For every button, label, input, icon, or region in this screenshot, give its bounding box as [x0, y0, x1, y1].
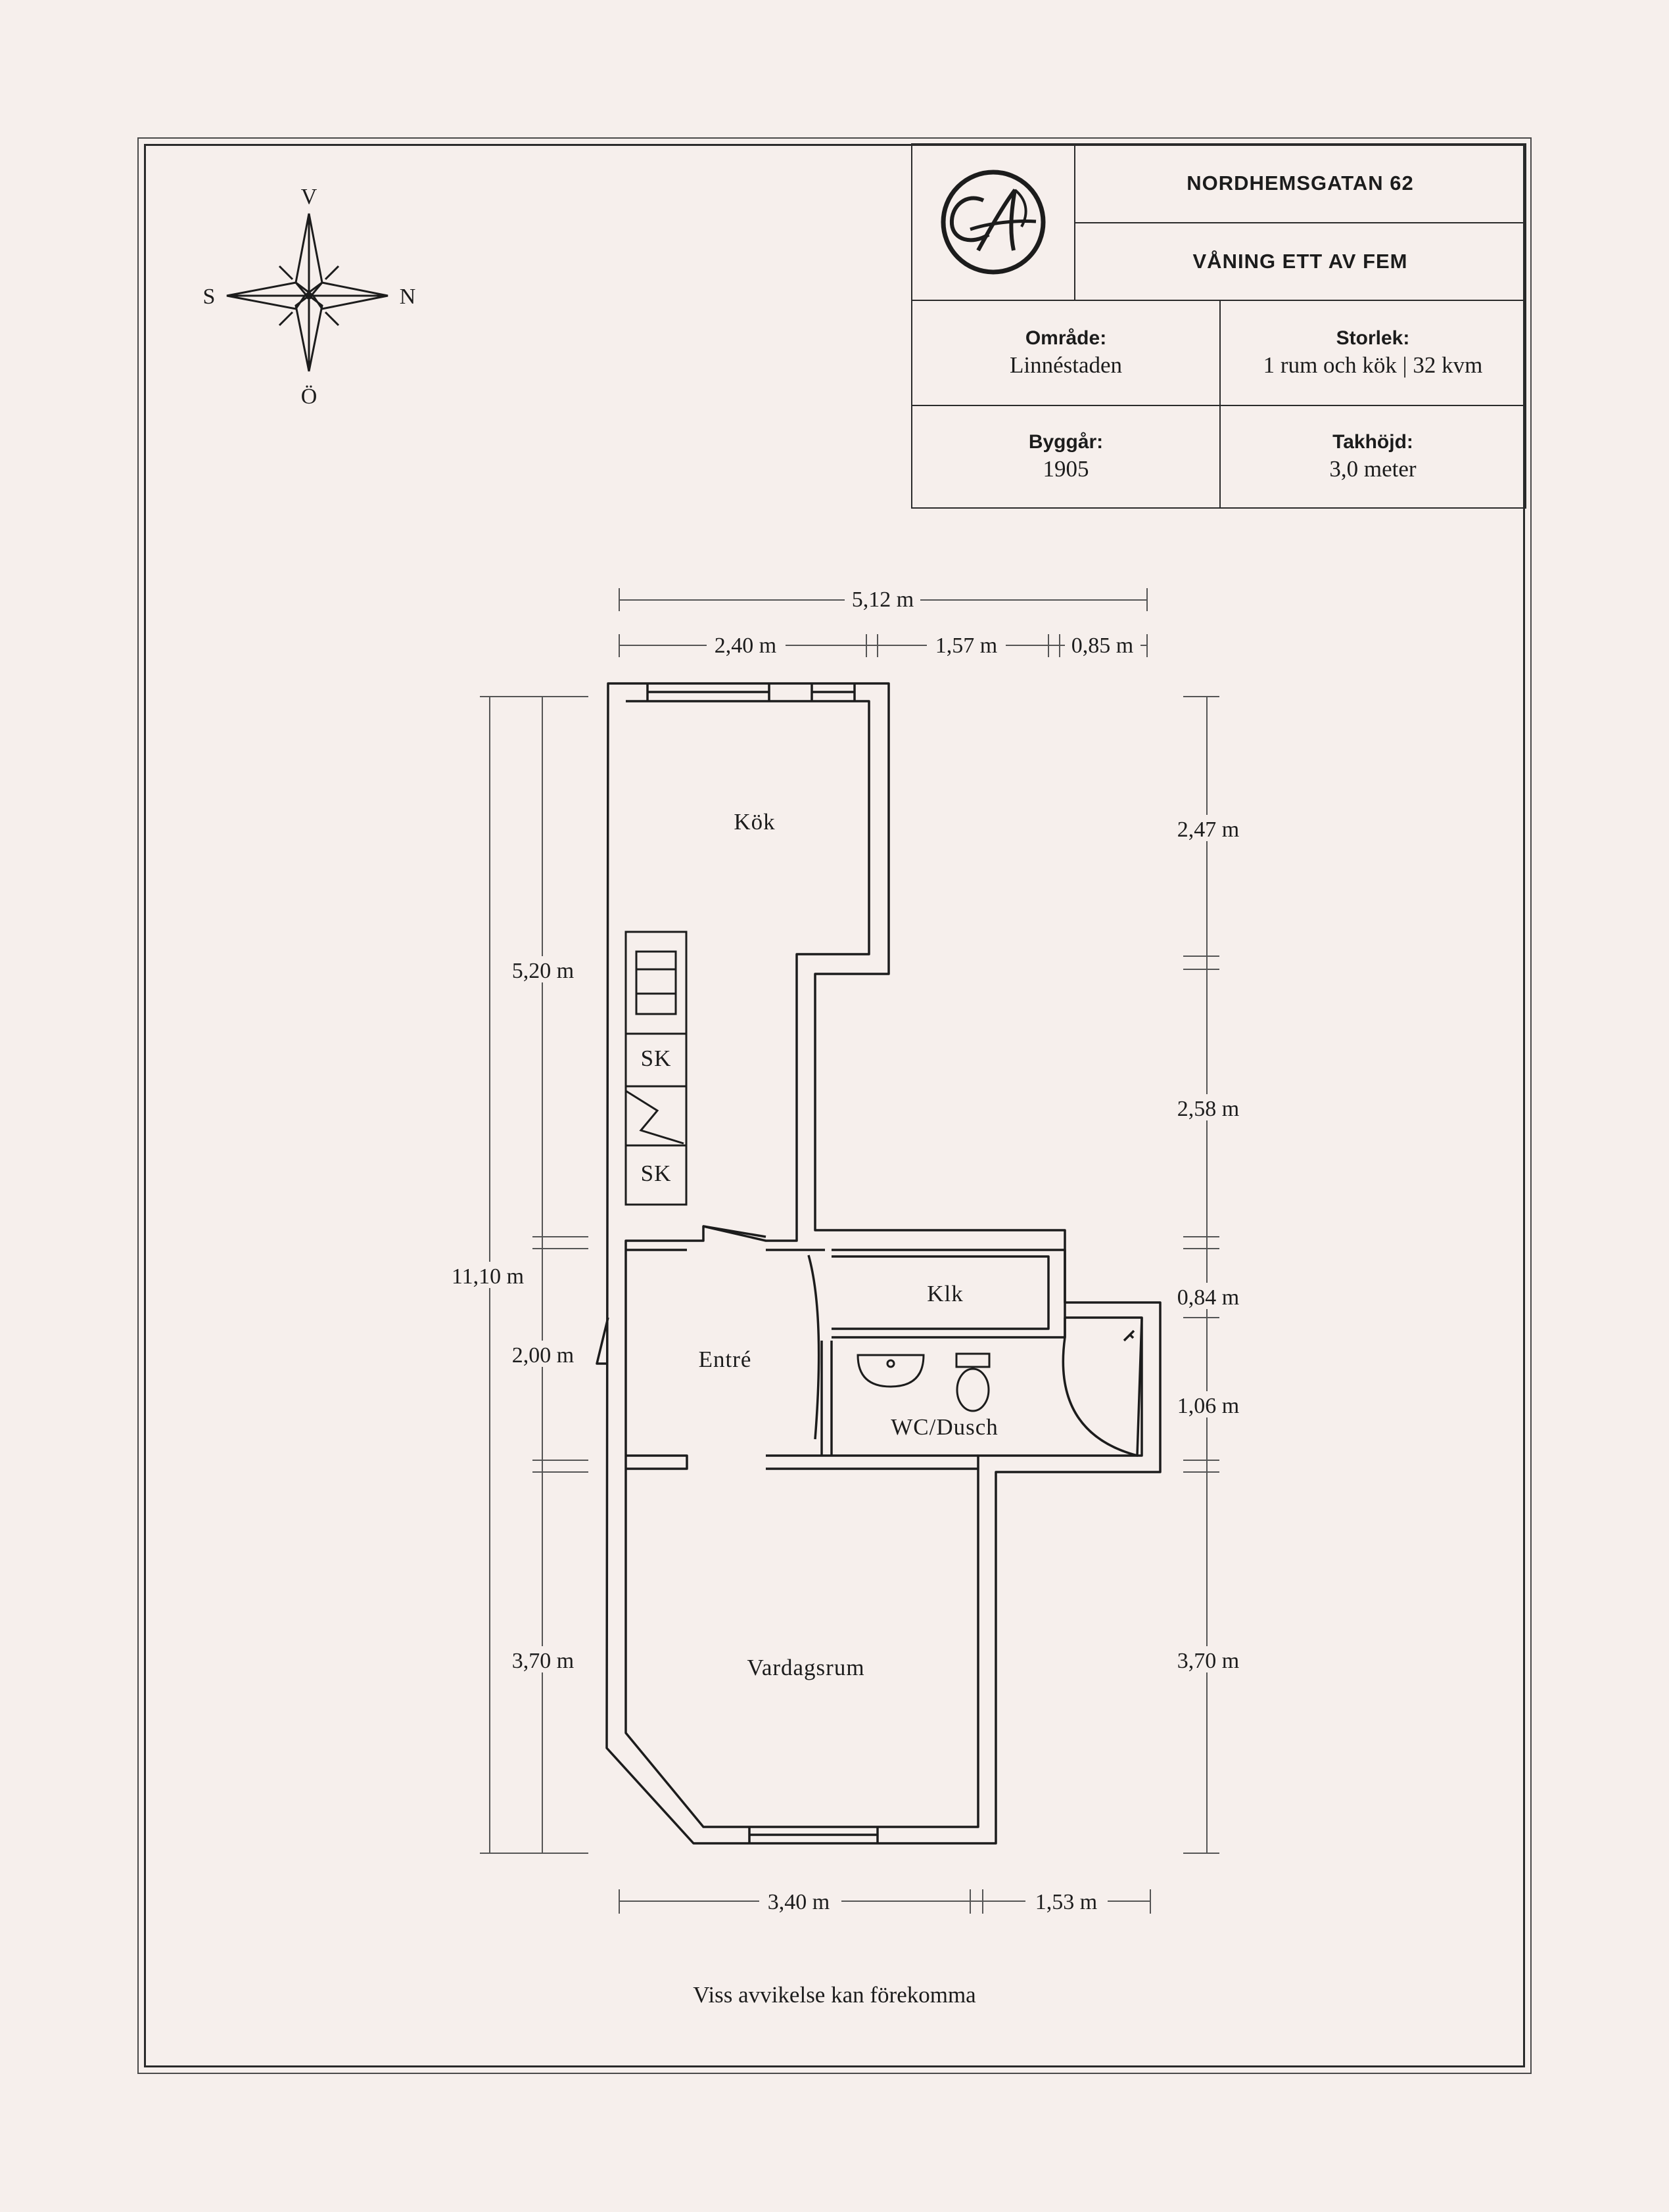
dimension-lines — [480, 588, 1219, 1914]
year-value: 1905 — [1043, 456, 1089, 482]
room-entry: Entré — [699, 1347, 752, 1372]
dim-top-a: 2,40 m — [715, 634, 776, 658]
cabinet-label-1: SK — [641, 1046, 672, 1071]
dim-bottom-a: 3,40 m — [768, 1890, 830, 1914]
dim-top-total: 5,12 m — [852, 588, 914, 612]
toilet-tank-icon — [955, 1352, 991, 1368]
dim-right-a: 2,47 m — [1177, 818, 1239, 842]
dim-right-d: 1,06 m — [1177, 1394, 1239, 1418]
dim-top-c: 0,85 m — [1071, 634, 1133, 658]
toilet-bowl-icon — [956, 1368, 990, 1412]
compass-east: Ö — [301, 384, 317, 409]
cabinet-label-2: SK — [641, 1161, 672, 1186]
brand-logo-icon — [941, 170, 1046, 275]
ceiling-label: Takhöjd: — [1332, 431, 1413, 453]
compass-rose-icon — [226, 213, 388, 372]
walls — [596, 682, 1162, 1845]
size-value: 1 rum och kök | 32 kvm — [1263, 352, 1483, 378]
compass-south: S — [203, 285, 216, 309]
year-label: Byggår: — [1028, 431, 1104, 453]
area-label: Område: — [1025, 327, 1107, 349]
floor-text: VÅNING ETT AV FEM — [1192, 250, 1408, 273]
sink-icon — [857, 1354, 925, 1388]
bathroom-fixtures — [857, 1352, 991, 1412]
dim-left-total: 11,10 m — [452, 1264, 524, 1289]
inner-frame — [144, 144, 1525, 2067]
dim-right-c: 0,84 m — [1177, 1285, 1239, 1310]
dim-top-b: 1,57 m — [935, 634, 997, 658]
disclaimer: Viss avvikelse kan förekomma — [693, 1982, 976, 2008]
dim-left-a: 5,20 m — [512, 959, 574, 983]
year-cell: Byggår: 1905 — [911, 405, 1221, 509]
ceiling-cell: Takhöjd: 3,0 meter — [1219, 405, 1526, 509]
dimension-labels: 5,12 m 2,40 m 1,57 m 0,85 m 11,10 m 5,20… — [442, 585, 1249, 1914]
room-living: Vardagsrum — [747, 1655, 864, 1680]
dim-left-c: 3,70 m — [512, 1649, 574, 1673]
address-text: NORDHEMSGATAN 62 — [1187, 172, 1414, 195]
area-value: Linnéstaden — [1009, 352, 1123, 378]
dim-bottom-b: 1,53 m — [1035, 1890, 1097, 1914]
ceiling-value: 3,0 meter — [1329, 456, 1417, 482]
room-bathroom: WC/Dusch — [891, 1414, 999, 1440]
room-closet: Klk — [927, 1281, 964, 1306]
size-label: Storlek: — [1336, 327, 1410, 349]
dim-left-b: 2,00 m — [512, 1343, 574, 1368]
room-kitchen: Kök — [734, 809, 775, 835]
dim-right-b: 2,58 m — [1177, 1097, 1239, 1121]
outer-frame — [137, 137, 1532, 2074]
compass-north: N — [400, 285, 416, 309]
kitchen-cabinets — [624, 931, 688, 1206]
area-cell: Område: Linnéstaden — [911, 300, 1221, 406]
dim-right-e: 3,70 m — [1177, 1649, 1239, 1673]
compass-west: V — [301, 185, 317, 209]
